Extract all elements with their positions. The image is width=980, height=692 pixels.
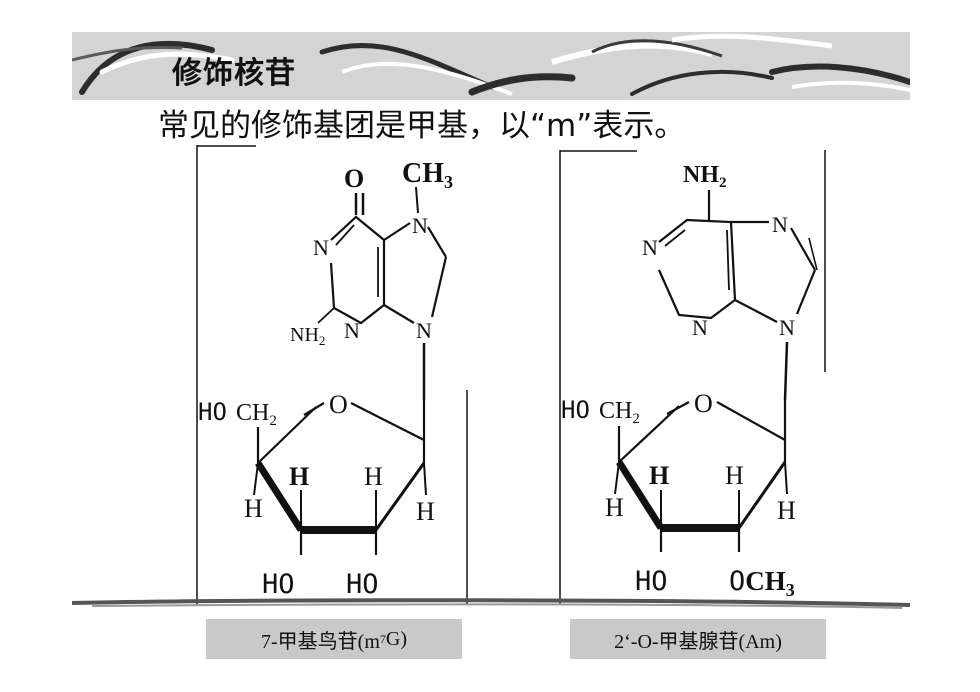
h-c2: H xyxy=(725,461,744,490)
brush-baseline xyxy=(72,598,910,609)
slide-title: 修饰核苷 xyxy=(172,56,296,91)
hoch2-ho: HO xyxy=(561,396,590,424)
amino-top: NH2 xyxy=(683,162,727,191)
ring-n-lower: N xyxy=(344,318,360,343)
ring-n-right-top: N xyxy=(772,212,788,237)
slide-subtitle: 常见的修饰基团是甲基，以“m”表示。 xyxy=(158,108,686,144)
m7g-structure-diagram: O CH3 N N NH2 N N HO CH2 O xyxy=(196,145,468,605)
h-c1: H xyxy=(416,497,435,526)
hoch2-ch2: CH2 xyxy=(599,398,640,427)
och3-group: OCH3 xyxy=(729,566,795,600)
ring-n-left: N xyxy=(642,235,658,260)
ring-n-bottom: N xyxy=(692,315,708,340)
oh-c2: HO xyxy=(346,569,379,600)
am-structure-diagram: NH2 N N N N HO CH2 O xyxy=(559,150,826,605)
h-c2: H xyxy=(364,462,383,491)
ring-o: O xyxy=(694,389,713,418)
oh-c3: HO xyxy=(635,566,668,597)
ring-n-right-bottom: N xyxy=(779,315,795,340)
h-c4: H xyxy=(605,493,624,522)
oh-c3: HO xyxy=(262,569,295,600)
ring-n-top: N xyxy=(412,213,428,238)
h-c3-bold: H xyxy=(289,462,309,491)
hoch2-ch2: CH2 xyxy=(236,400,277,429)
m7g-structure-panel: O CH3 N N NH2 N N HO CH2 O xyxy=(196,145,468,605)
h-c4: H xyxy=(244,494,263,523)
methyl-ch: CH3 xyxy=(402,158,453,192)
brush-banner xyxy=(72,32,910,100)
h-c1: H xyxy=(777,496,796,525)
hoch2-ho: HO xyxy=(198,398,227,426)
ring-n-left: N xyxy=(313,235,329,260)
am-caption: 2‘-O-甲基腺苷(Am) xyxy=(570,619,826,659)
ring-n-bottom: N xyxy=(416,318,432,343)
amino-nh2: NH2 xyxy=(290,324,325,348)
ring-o: O xyxy=(329,390,348,419)
am-structure-panel: NH2 N N N N HO CH2 O xyxy=(559,150,827,605)
h-c3-bold: H xyxy=(649,461,669,490)
carbonyl-o: O xyxy=(344,164,364,193)
